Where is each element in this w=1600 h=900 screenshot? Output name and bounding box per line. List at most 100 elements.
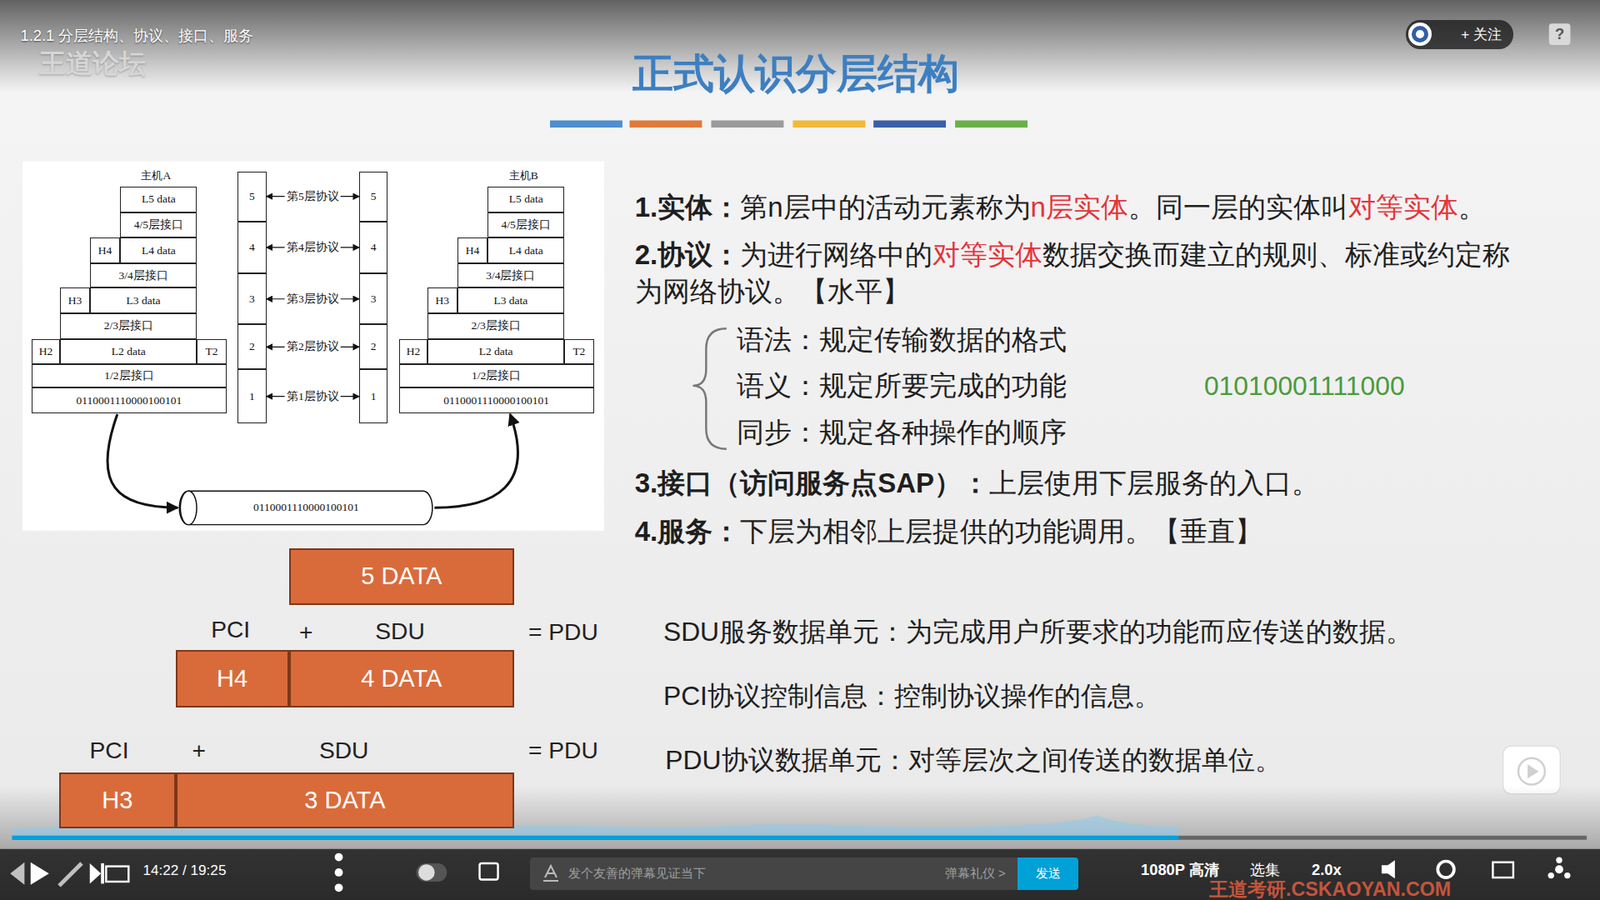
etiquette-link: 弹幕礼仪 > — [945, 865, 1006, 882]
node-text: 4/5层接口 — [501, 217, 551, 233]
formula-term: SDU — [375, 617, 425, 646]
bit-example: 01010001111000 — [1204, 370, 1405, 402]
host-label: 主机B — [509, 169, 539, 183]
protocol-element: 语义：规定所要完成的功能 — [736, 369, 1067, 403]
node-text: 3 DATA — [304, 786, 385, 815]
node-text: H4 — [465, 244, 480, 258]
player-icons — [335, 853, 344, 862]
data-box: L4 data — [487, 237, 565, 264]
node-text: H2 — [406, 345, 421, 359]
pipe-body — [180, 490, 434, 525]
data-box: L5 data — [487, 186, 565, 213]
node-text: 1 — [249, 390, 255, 404]
progress-track — [12, 835, 1587, 840]
formula-result: = PDU — [528, 736, 599, 765]
term-heading: 2.协议： — [635, 239, 741, 270]
node-text: H3 — [101, 786, 133, 815]
node-text: 3/4层接口 — [485, 268, 535, 284]
help-glyph: ? — [1555, 25, 1565, 44]
definition-text: 。 — [1458, 191, 1486, 223]
node-text: 1/2层接口 — [471, 368, 521, 384]
node-text: 0110001110000100101 — [253, 500, 360, 515]
definition-line: 1.实体：第n层中的活动元素称为n层实体。同一层的实体叫对等实体。 — [635, 189, 1486, 226]
trailer-box: T2 — [564, 339, 595, 365]
text-style-icon — [541, 864, 560, 883]
node-text: H2 — [39, 345, 54, 359]
episode-button: 选集 — [1250, 860, 1280, 880]
node-text: 4 DATA — [360, 665, 442, 693]
node-text: 0110001110000100101 — [443, 394, 550, 408]
interface-box: 2/3层接口 — [427, 313, 565, 340]
node-text: L2 data — [479, 345, 514, 359]
node-text: H4 — [216, 665, 248, 693]
definition-line: 3.接口（访问服务点SAP）：上层使用下层服务的入口。 — [635, 465, 1320, 502]
node-text: L3 data — [126, 294, 161, 308]
interface-box: 4/5层接口 — [487, 212, 565, 239]
data-box: L2 data — [60, 339, 197, 365]
data-box: L3 data — [457, 287, 565, 314]
term-heading: 3.接口（访问服务点SAP）： — [635, 467, 990, 499]
help-icon — [1549, 23, 1571, 45]
data-unit-box: 5 DATA — [289, 548, 515, 606]
layer-number-cell: 2 — [359, 324, 388, 370]
bit-stream-box: 0110001110000100101 — [399, 387, 595, 414]
layer-number-cell: 2 — [237, 324, 266, 370]
formula-term: PCI — [90, 736, 130, 765]
avatar-icon — [1407, 21, 1433, 47]
protocol-label: 第1层协议 — [285, 389, 341, 405]
watermark: 王道论坛 — [39, 47, 146, 80]
node-text: L5 data — [509, 192, 544, 206]
layer-number-cell: 4 — [359, 221, 388, 274]
node-text: 1/2层接口 — [104, 368, 154, 384]
color-bar — [630, 120, 703, 128]
node-text: 3/4层接口 — [118, 268, 168, 284]
node-text: L2 data — [111, 345, 146, 359]
host-label: 主机A — [140, 169, 171, 183]
pipe-end — [180, 490, 198, 525]
player-icons — [1555, 865, 1564, 874]
definition-line: 2.协议：为进行网络中的对等实体数据交换而建立的规则、标准或约定称为网络协议。【… — [635, 236, 1528, 310]
color-bar — [550, 120, 1028, 128]
definition-text: 为进行网络中的 — [740, 239, 933, 270]
highlight-term: 对等实体 — [1348, 191, 1459, 223]
layer-number-cell: 4 — [237, 221, 266, 274]
player-icons — [100, 863, 105, 884]
bit-stream-box: 0110001110000100101 — [31, 387, 227, 414]
node-text: T2 — [572, 345, 585, 359]
player-icons — [10, 862, 25, 885]
node-text: L4 data — [141, 244, 176, 258]
avatar-dot — [1415, 30, 1425, 39]
player-icons — [1492, 862, 1513, 878]
protocol-label: 第4层协议 — [285, 240, 341, 255]
layer-number-cell: 5 — [237, 171, 266, 222]
node-text: H3 — [435, 294, 450, 308]
send-button: 发送 — [1017, 857, 1079, 890]
node-text: 2 — [370, 340, 377, 354]
layer-number-cell: 1 — [359, 369, 388, 424]
player-icons — [1437, 860, 1455, 878]
term-heading: 4.服务： — [635, 515, 741, 547]
node-text: L3 data — [493, 294, 528, 308]
interface-box: 2/3层接口 — [60, 313, 197, 340]
player-icons — [416, 863, 448, 882]
data-box: L4 data — [120, 237, 197, 264]
header-unit-box: H3 — [59, 772, 176, 829]
color-bar — [710, 120, 784, 128]
data-box: L5 data — [120, 186, 197, 213]
color-bar — [873, 120, 946, 128]
player-icons — [418, 864, 435, 881]
node-text: 4/5层接口 — [134, 217, 184, 233]
layer-number-cell: 5 — [359, 171, 388, 222]
term-heading: 1.实体： — [635, 191, 741, 223]
player-icons — [1381, 860, 1395, 879]
avatar-ring — [1408, 22, 1432, 46]
term-definition: SDU服务数据单元：为完成用户所要求的功能而应传送的数据。 — [663, 615, 1413, 648]
header-box: H2 — [399, 339, 428, 365]
player-icons — [59, 863, 82, 886]
node-text: 0110001110000100101 — [76, 394, 183, 408]
curly-brace — [692, 328, 726, 449]
player-icons — [1564, 872, 1570, 879]
highlight-term: n层实体 — [1030, 191, 1129, 223]
interface-box: 3/4层接口 — [90, 263, 198, 288]
